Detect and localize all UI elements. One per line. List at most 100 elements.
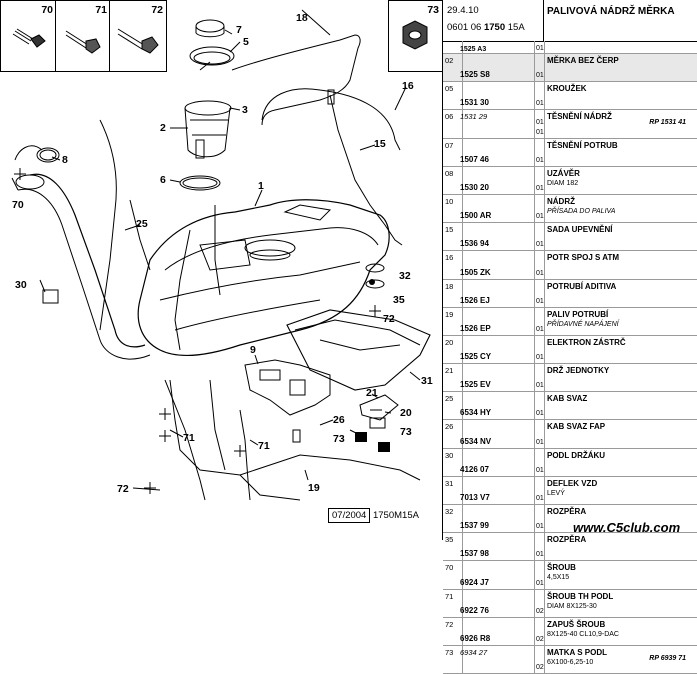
part-name: SADA UPEVNĚNÍ <box>547 225 613 235</box>
cell-divider <box>463 223 535 251</box>
callout-26: 26 <box>333 414 345 426</box>
part-index: 25 <box>445 394 454 404</box>
part-number: 1507 46 <box>460 154 489 164</box>
part-description: PŘÍDAVNÉ NAPÁJENÍ <box>547 320 619 328</box>
cell-divider <box>535 279 545 307</box>
part-quantity: 01 <box>536 466 544 474</box>
cell-divider <box>443 223 463 251</box>
part-quantity: 01 <box>536 156 544 164</box>
part-name: KAB SVAZ <box>547 394 588 404</box>
callout-16: 16 <box>402 80 414 92</box>
part-quantity: 01 <box>536 382 544 390</box>
part-quantity: 01 <box>536 325 544 333</box>
cell-divider <box>463 307 535 335</box>
drawing-ref: 1750M15A <box>372 510 419 521</box>
callout-30: 30 <box>15 279 27 291</box>
part-description: 8X125-40 CL10,9-DAC <box>547 630 619 638</box>
part-quantity: 01 <box>536 100 544 108</box>
cell-divider <box>463 335 535 364</box>
cell-divider <box>443 420 463 448</box>
part-quantity: 01 <box>536 213 544 221</box>
part-name: DRŽ JEDNOTKY <box>547 366 610 376</box>
part-quantity: 01 <box>536 551 544 559</box>
cell-divider <box>463 194 535 223</box>
header-title: PALIVOVÁ NÁDRŽ MĚRKA <box>547 6 675 17</box>
cell-divider <box>443 476 463 504</box>
hardware-label: 71 <box>95 4 107 16</box>
cell-divider <box>443 392 463 420</box>
part-number: 6934 27 <box>460 647 488 657</box>
part-number: 6534 NV <box>460 436 492 446</box>
callout-70: 70 <box>12 199 24 211</box>
cell-divider <box>463 82 535 110</box>
part-name: ELEKTRON ZÁSTRČ <box>547 337 626 347</box>
part-name: UZÁVĚR <box>547 168 580 178</box>
callout-8: 7 <box>236 24 242 36</box>
exploded-parts-diagram: 70 71 72 73 7 5 3 2 6 8 1 25 30 18 16 15… <box>0 0 443 523</box>
part-number: 1530 20 <box>460 182 489 192</box>
cell-divider <box>535 420 545 448</box>
cell-divider <box>463 476 535 504</box>
callout-20: 20 <box>400 407 412 419</box>
part-number: 6922 76 <box>460 605 489 615</box>
part-number: 4126 07 <box>460 464 489 474</box>
part-quantity: 01 <box>536 241 544 249</box>
callout-73-a: 73 <box>333 433 345 445</box>
part-index: 19 <box>445 309 454 319</box>
cell-divider <box>443 307 463 335</box>
part-number: 6926 R8 <box>460 633 491 643</box>
part-number: 1537 98 <box>460 549 489 559</box>
part-name: MATKA S PODL <box>547 647 607 657</box>
cell-divider <box>463 54 535 82</box>
header-date: 29.4.10 <box>447 5 479 16</box>
fuel-tank-drawing <box>11 9 431 501</box>
part-number: 6924 J7 <box>460 577 489 587</box>
part-number: 1531 30 <box>460 98 489 108</box>
cell-divider <box>443 41 463 53</box>
part-name: ŠROUB <box>547 563 576 573</box>
part-name: POTR SPOJ S ATM <box>547 253 620 263</box>
part-index: 06 <box>445 112 454 122</box>
part-name: ŠROUB TH PODL <box>547 591 614 601</box>
code-main: 1750 <box>483 22 506 33</box>
cell-divider <box>535 364 545 392</box>
part-index: 71 <box>445 591 454 601</box>
cell-divider <box>463 420 535 448</box>
cell-divider <box>535 54 545 82</box>
part-index: 32 <box>445 507 454 516</box>
part-quantity: 01 <box>536 354 544 362</box>
cell-divider <box>535 194 545 223</box>
parts-header: 29.4.10 0601 06 1750 15A PALIVOVÁ NÁDRŽ … <box>443 0 697 42</box>
part-quantity: 01 <box>536 438 544 446</box>
hardware-label: 70 <box>41 4 53 16</box>
callout-72-right: 72 <box>383 313 395 325</box>
part-number: 1525 EV <box>460 380 491 390</box>
hardware-label: 72 <box>151 4 163 16</box>
part-name: TĚSNĚNÍ NÁDRŽ <box>547 112 612 122</box>
part-index: 21 <box>445 366 454 376</box>
part-name: KAB SVAZ FAP <box>547 422 606 432</box>
